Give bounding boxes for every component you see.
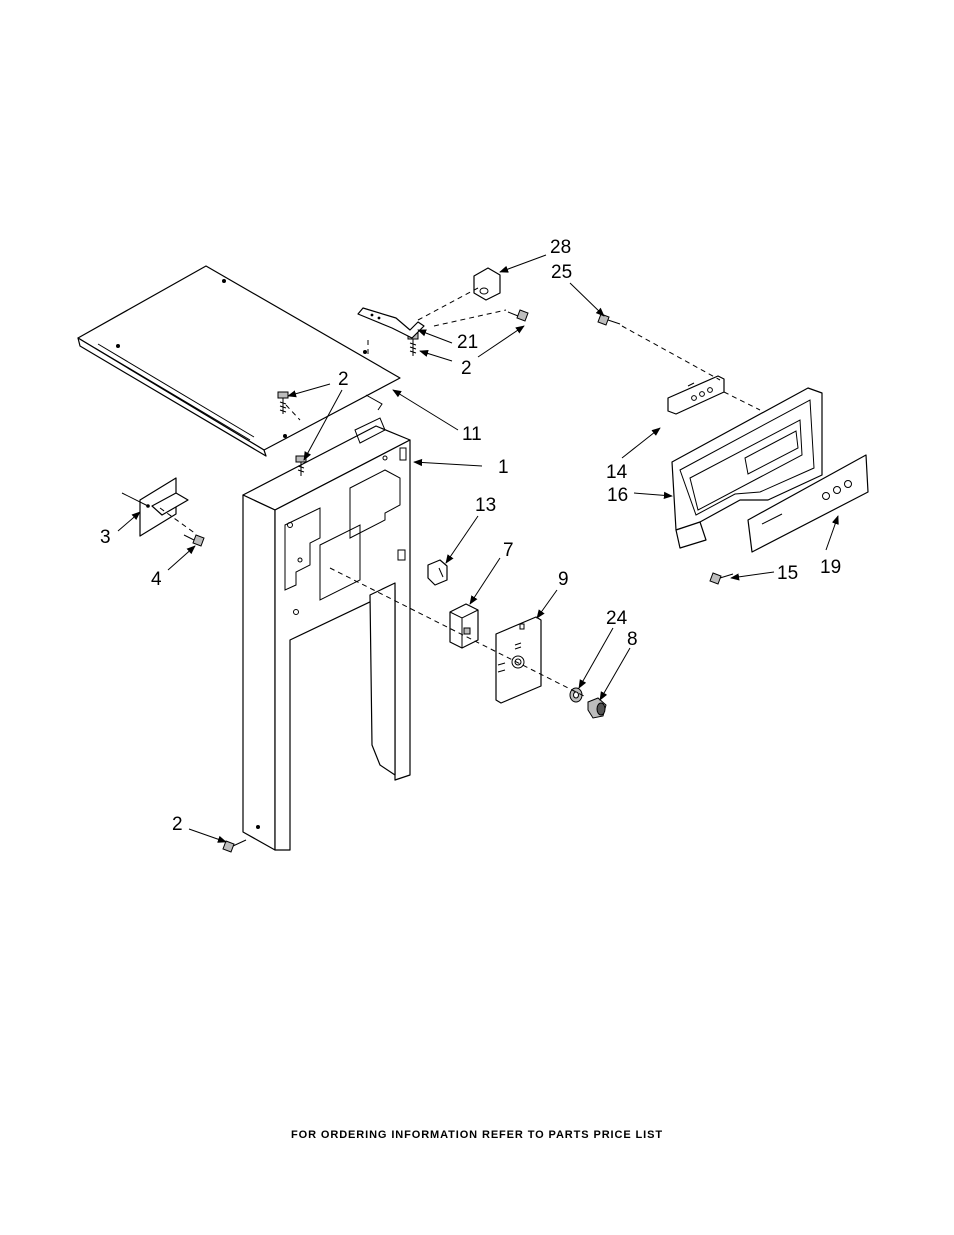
screw-icon [709,572,734,585]
callout-25: 25 [551,262,572,283]
side-bracket [121,477,189,537]
top-cover-panel [77,265,401,457]
actuator-block [449,603,479,649]
switch-plate [495,616,542,704]
callout-21: 21 [457,332,478,353]
screw-icon [222,839,247,853]
callout-3: 3 [100,527,111,548]
control-board [667,375,725,415]
callout-28: 28 [550,237,571,258]
callout-13: 13 [475,495,496,516]
callout-11: 11 [462,424,482,445]
switch-part [427,559,448,586]
assembly-lines [159,287,761,697]
callout-2-strap-screw: 2 [461,358,472,379]
callout-14: 14 [606,462,628,483]
callout-4: 4 [151,569,162,590]
callout-24: 24 [606,608,628,629]
callout-9: 9 [558,569,569,590]
screw-icon [597,313,621,326]
control-overlay [747,454,869,553]
callout-15: 15 [777,563,798,584]
callout-8: 8 [627,629,638,650]
strap-bracket [357,307,425,339]
callout-labels: 28 25 21 2 2 11 1 3 4 13 7 9 24 8 14 16 … [100,237,841,835]
callout-19: 19 [820,557,841,578]
screw-icon [507,309,529,322]
ordering-info-footer: FOR ORDERING INFORMATION REFER TO PARTS … [291,1129,663,1141]
dispenser-housing [242,394,411,851]
callout-1: 1 [498,457,509,478]
callout-16: 16 [607,485,628,506]
leader-lines [117,254,839,843]
clip-part [473,267,501,301]
callout-7: 7 [503,540,514,561]
screw-icon [183,534,205,547]
callout-2-bottom: 2 [172,814,183,835]
dispenser-bezel [671,387,823,549]
callout-2-cover: 2 [338,369,349,390]
knob [587,697,607,719]
